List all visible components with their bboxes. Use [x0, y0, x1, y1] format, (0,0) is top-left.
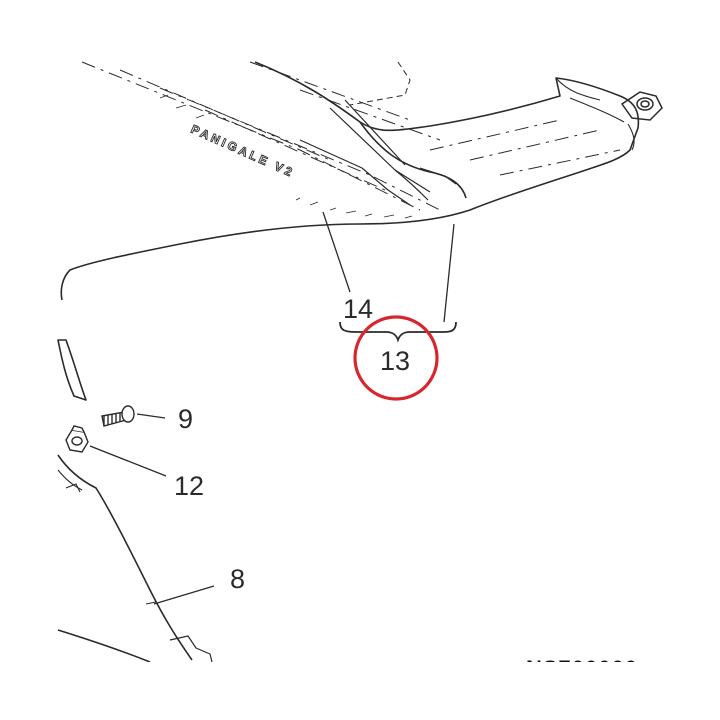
mounting-tab	[620, 91, 663, 151]
upper-fairing-panel	[60, 61, 640, 301]
fairing-decal-text: PANIGALE V2	[189, 122, 297, 180]
callout-9: 9	[178, 404, 193, 434]
callout-14: 14	[343, 294, 373, 324]
surface-hatching	[159, 94, 413, 219]
callout-8: 8	[230, 564, 245, 594]
screw-part	[101, 405, 135, 427]
leader-9	[136, 413, 166, 419]
leader-13	[443, 223, 455, 323]
callout-13: 13	[380, 346, 410, 376]
callout-brace	[339, 321, 457, 343]
callout-12: 12	[174, 471, 204, 501]
highlight-circle	[353, 315, 439, 401]
leader-12	[89, 445, 167, 477]
hidden-lines	[81, 61, 621, 211]
leader-8	[153, 585, 215, 605]
nut-part	[65, 425, 89, 453]
leader-14	[322, 211, 351, 293]
lower-fairing-panel	[57, 339, 213, 663]
leader-lines	[89, 211, 455, 605]
crop-mask	[0, 662, 720, 720]
reference-bracket	[349, 61, 411, 106]
